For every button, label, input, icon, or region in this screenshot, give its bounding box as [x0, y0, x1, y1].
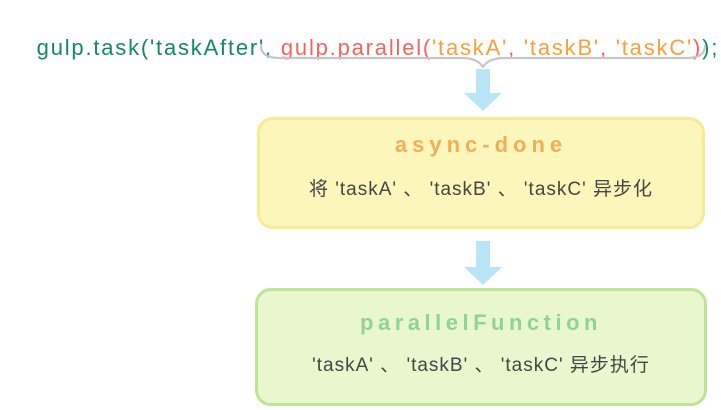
code-segment-outer-open: gulp.task('taskAfter',: [36, 35, 281, 60]
code-segment-taska: 'taskA': [432, 35, 509, 60]
code-segment-comma-2: ,: [599, 35, 616, 60]
code-line: gulp.task('taskAfter', gulp.parallel('ta…: [5, 12, 719, 84]
down-arrow-shape: [464, 69, 502, 111]
code-segment-parallel-open: gulp.parallel(: [280, 35, 433, 60]
parallel-function-subtitle: 'taskA' 、 'taskB' 、 'taskC' 异步执行: [312, 355, 650, 376]
async-done-title: async-done: [394, 132, 568, 157]
code-segment-taskc: 'taskC': [615, 35, 694, 60]
underbrace-icon: [259, 44, 707, 69]
code-segment-taskb: 'taskB': [523, 35, 600, 60]
down-arrow-shape: [464, 241, 502, 285]
async-done-box: async-done 将 'taskA' 、 'taskB' 、 'taskC'…: [257, 117, 705, 229]
down-arrow-icon: [464, 241, 502, 285]
down-arrow-icon: [464, 69, 502, 111]
parallel-function-box: parallelFunction 'taskA' 、 'taskB' 、 'ta…: [255, 288, 707, 406]
code-segment-outer-close: );: [702, 35, 720, 60]
underbrace-path: [259, 44, 707, 69]
code-segment-comma-1: ,: [508, 35, 524, 60]
parallel-function-title: parallelFunction: [360, 310, 602, 335]
async-done-subtitle: 将 'taskA' 、 'taskB' 、 'taskC' 异步化: [308, 179, 654, 200]
code-segment-parallel-close: ): [693, 35, 703, 60]
